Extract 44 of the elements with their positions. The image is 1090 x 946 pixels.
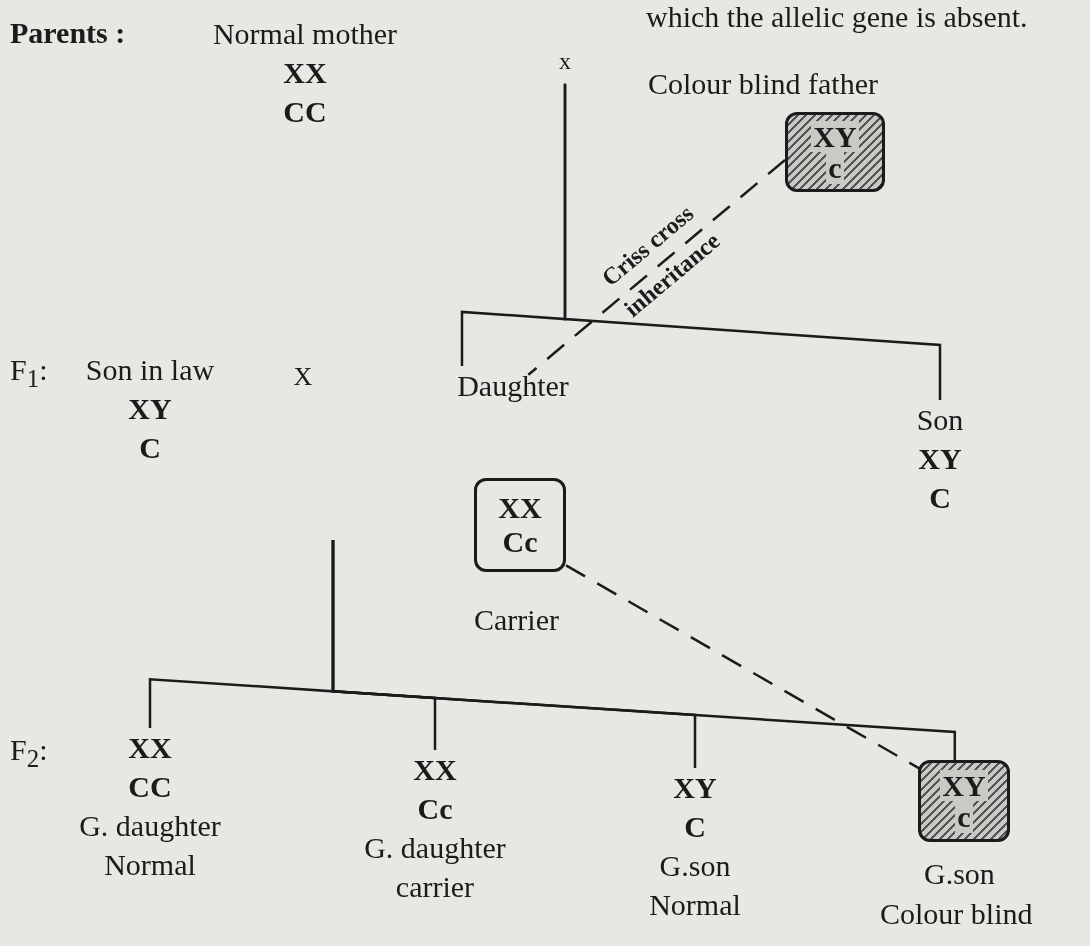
genotype-box	[474, 478, 566, 572]
genotype-text: XX	[128, 730, 172, 766]
cross-sign: X	[293, 361, 313, 393]
pedigree-line	[563, 83, 942, 400]
genotype-text: XX	[283, 55, 327, 91]
person-label: Son in law	[85, 352, 215, 388]
genotype-text: c	[955, 801, 973, 833]
genotype-text: XY	[811, 120, 859, 152]
genotype-text: C	[929, 480, 951, 516]
genotype-text: XY	[918, 441, 962, 477]
person-label: G.son	[659, 848, 731, 884]
caption-text: G.son	[924, 856, 995, 892]
person-label: Normal mother	[212, 16, 398, 52]
phenotype-label: Normal	[104, 847, 196, 883]
person-label: G. daughter	[364, 830, 506, 866]
hatched-genotype-box	[785, 112, 885, 192]
genotype-text: CC	[283, 94, 327, 130]
genotype-text: CC	[128, 769, 172, 805]
generation-label: Parents :	[10, 16, 126, 50]
person-label: G. daughter	[79, 808, 221, 844]
genotype-text: Cc	[502, 525, 538, 560]
caption-text: Colour blind father	[648, 66, 878, 102]
hatched-genotype-box	[918, 760, 1010, 842]
genotype-text: XX	[498, 490, 542, 525]
genotype-text: XY	[128, 391, 172, 427]
phenotype-label: carrier	[395, 869, 475, 905]
caption-text: Carrier	[474, 602, 559, 638]
person-label: Daughter	[457, 368, 569, 404]
genotype-text: C	[684, 809, 706, 845]
generation-label: F$_{1}$:	[10, 353, 48, 393]
genotype-text: c	[826, 152, 844, 184]
genotype-text: XY	[673, 770, 717, 806]
text-fragment: which the allelic gene is absent.	[646, 0, 1028, 34]
genotype-text: Cc	[417, 791, 453, 827]
pedigree-line	[331, 540, 957, 760]
cross-sign: x	[559, 47, 571, 76]
genotype-text: XY	[940, 769, 988, 801]
dashed-line	[527, 159, 786, 376]
genotype-text: XX	[413, 752, 457, 788]
phenotype-label: Normal	[649, 887, 741, 923]
person-label: Son	[916, 402, 964, 438]
caption-text: Colour blind	[880, 896, 1033, 932]
genotype-text: C	[139, 430, 161, 466]
generation-label: F$_{2}$:	[10, 733, 48, 773]
